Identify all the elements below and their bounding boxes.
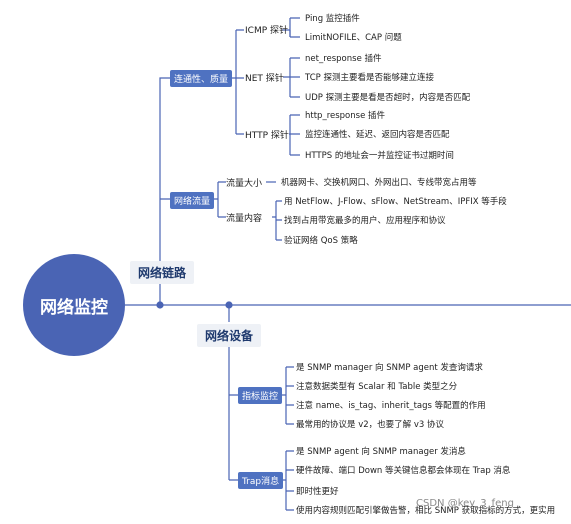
node-traffic-size: 流量大小 xyxy=(226,176,262,189)
branch-network-device-label: 网络设备 xyxy=(205,329,254,343)
node-icmp-probe: ICMP 探针 xyxy=(245,23,288,36)
leaf-trap-1: 是 SNMP agent 向 SNMP manager 发消息 xyxy=(296,447,466,457)
node-traffic: 网络流量 xyxy=(170,192,215,209)
leaf-trap-4: 使用内容规则匹配引擎做告警，相比 SNMP 获取指标的方式，更实用 xyxy=(296,506,556,516)
leaf-traffic-content-3: 验证网络 QoS 策略 xyxy=(284,236,358,246)
leaf-trap-3: 即时性更好 xyxy=(296,487,339,497)
leaf-metrics-2: 注意数据类型有 Scalar 和 Table 类型之分 xyxy=(296,382,458,392)
leaf-metrics-4: 最常用的协议是 v2，也要了解 v3 协议 xyxy=(296,420,444,430)
node-net-probe: NET 探针 xyxy=(245,71,284,84)
watermark: CSDN @key_3_feng xyxy=(416,498,514,509)
leaf-net-1: net_response 插件 xyxy=(305,54,382,64)
branch-network-device: 网络设备 xyxy=(197,324,262,347)
leaf-metrics-3: 注意 name、is_tag、inherit_tags 等配置的作用 xyxy=(296,401,486,411)
node-connectivity: 连通性、质量 xyxy=(170,70,233,87)
node-http-probe: HTTP 探针 xyxy=(245,128,289,141)
root-node: 网络监控 xyxy=(23,254,125,356)
node-traffic-label: 网络流量 xyxy=(174,197,211,207)
branch-network-link-label: 网络链路 xyxy=(138,266,187,280)
leaf-trap-2: 硬件故障、端口 Down 等关键信息都会体现在 Trap 消息 xyxy=(296,466,511,476)
leaf-traffic-size: 机器网卡、交换机网口、外网出口、专线带宽占用等 xyxy=(281,178,477,188)
root-label: 网络监控 xyxy=(40,297,108,318)
leaf-net-3: UDP 探测主要是看是否超时，内容是否匹配 xyxy=(305,93,471,103)
leaf-http-2: 监控连通性、延迟、返回内容是否匹配 xyxy=(305,130,450,140)
node-http-probe-label: HTTP 探针 xyxy=(245,131,289,141)
branch-network-link: 网络链路 xyxy=(130,261,195,284)
node-metrics-monitor-label: 指标监控 xyxy=(242,392,279,402)
node-trap-message: Trap消息 xyxy=(238,472,284,489)
leaf-icmp-2: LimitNOFILE、CAP 问题 xyxy=(305,33,402,43)
node-net-probe-label: NET 探针 xyxy=(245,74,284,84)
leaf-metrics-1: 是 SNMP manager 向 SNMP agent 发查询请求 xyxy=(296,363,483,373)
node-trap-message-label: Trap消息 xyxy=(242,477,280,487)
node-icmp-probe-label: ICMP 探针 xyxy=(245,26,288,36)
node-traffic-content: 流量内容 xyxy=(226,211,262,224)
node-traffic-content-label: 流量内容 xyxy=(226,214,263,224)
leaf-http-1: http_response 插件 xyxy=(305,111,386,121)
node-metrics-monitor: 指标监控 xyxy=(238,387,283,404)
leaf-traffic-content-1: 用 NetFlow、J-Flow、sFlow、NetStream、IPFIX 等… xyxy=(284,197,507,207)
leaf-http-3: HTTPS 的地址会一并监控证书过期时间 xyxy=(305,151,454,161)
leaf-icmp-1: Ping 监控插件 xyxy=(305,14,360,24)
node-traffic-size-label: 流量大小 xyxy=(226,179,263,189)
leaf-traffic-content-2: 找到占用带宽最多的用户、应用程序和协议 xyxy=(284,216,446,226)
node-connectivity-label: 连通性、质量 xyxy=(174,75,229,85)
leaf-net-2: TCP 探测主要看是否能够建立连接 xyxy=(305,73,434,83)
